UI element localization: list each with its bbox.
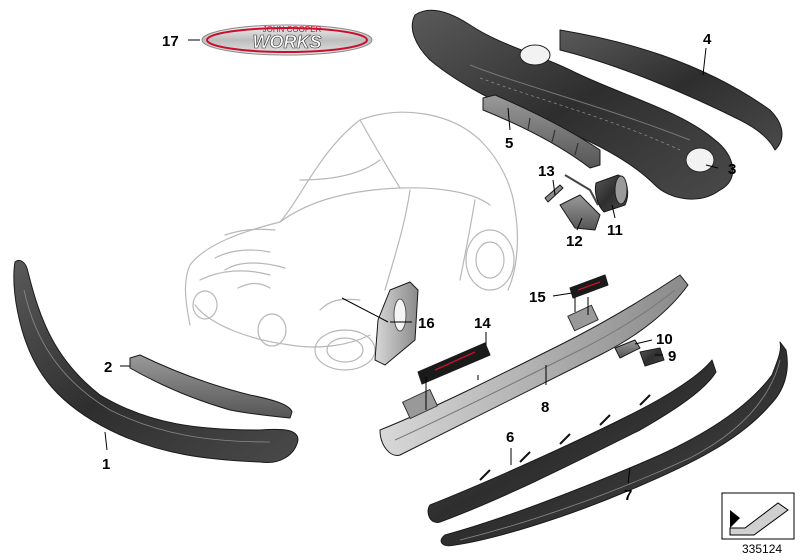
callout-7: 7 [624, 487, 632, 504]
callout-4: 4 [703, 31, 712, 48]
part-5-shape [482, 94, 601, 169]
callout-5: 5 [505, 135, 513, 152]
callout-9: 9 [668, 348, 676, 365]
part-4-shape [559, 29, 783, 151]
callout-12: 12 [566, 233, 583, 250]
arrow-icon [729, 502, 789, 536]
callout-3: 3 [728, 161, 736, 178]
jcw-badge: JOHN COOPER WORKS [201, 24, 373, 56]
car-outline [184, 111, 518, 371]
callout-2: 2 [104, 359, 112, 376]
callout-labels: 17 4 3 5 13 12 11 15 14 16 10 9 8 2 1 6 … [102, 31, 736, 504]
callout-13: 13 [538, 163, 555, 180]
callout-14: 14 [474, 315, 491, 332]
part-3-shape [411, 9, 734, 200]
part-13-shape [544, 184, 564, 203]
callout-1: 1 [102, 456, 110, 473]
part-10-shape [614, 339, 641, 359]
callout-8: 8 [541, 399, 549, 416]
callout-6: 6 [506, 429, 514, 446]
badge-line1: JOHN COOPER [263, 25, 322, 34]
part-6-shape [427, 359, 717, 523]
callout-10: 10 [656, 331, 673, 348]
part-14-shape [417, 342, 491, 385]
part-7-shape [440, 341, 788, 547]
callout-11: 11 [607, 222, 623, 239]
part-1-shape [13, 259, 299, 464]
callout-17: 17 [162, 33, 179, 50]
callout-16: 16 [418, 315, 435, 332]
part-2-shape [129, 354, 293, 419]
leader-lines [104, 39, 719, 484]
badge-line2: WORKS [253, 32, 322, 52]
callout-15: 15 [529, 289, 546, 306]
document-id: 335124 [742, 542, 782, 556]
part-12-shape [559, 194, 601, 231]
orientation-box [721, 492, 795, 540]
part-9-shape [639, 347, 665, 367]
